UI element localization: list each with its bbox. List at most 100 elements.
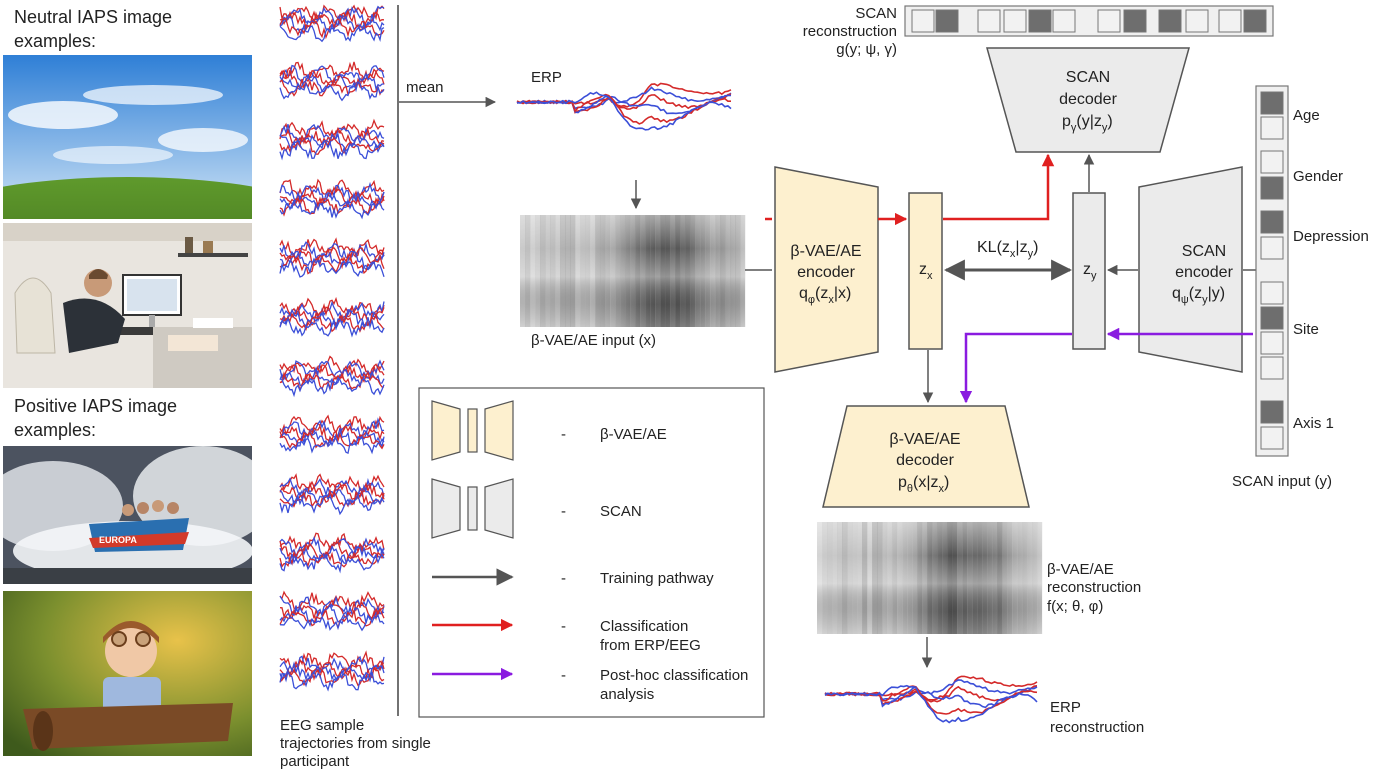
scan-reconstruction-bar xyxy=(904,5,1274,37)
scan-input-cell xyxy=(1260,116,1284,140)
eeg-trace xyxy=(279,548,385,568)
reconstruction-caption: reconstruction xyxy=(1047,579,1141,596)
scan-encoder-label: encoder xyxy=(1175,264,1233,281)
office-worker-photo xyxy=(3,223,252,388)
eeg-trace xyxy=(279,197,385,220)
eeg-trace xyxy=(279,366,385,387)
scan-input-cell xyxy=(1260,356,1284,380)
scan-encoder-formula: qψ(zy|y) xyxy=(1172,285,1225,306)
zx-latent-box xyxy=(908,192,943,350)
vae-encoder-label: encoder xyxy=(797,264,855,281)
scan-input-caption: SCAN input (y) xyxy=(1232,473,1332,490)
scan-reconstruction-cell xyxy=(1052,9,1076,33)
scan-input-cell xyxy=(1260,210,1284,234)
scan-input-cell xyxy=(1260,400,1284,424)
scan-decoder-label: decoder xyxy=(1059,91,1117,108)
posthoc-arrow xyxy=(959,332,1072,404)
sky-field-photo xyxy=(3,55,252,219)
mean-label: mean xyxy=(406,79,444,96)
classification-arrow xyxy=(943,153,1055,221)
erp-trace xyxy=(516,93,731,125)
erp-trace xyxy=(824,675,1038,701)
scan-reconstruction-cell xyxy=(1218,9,1242,33)
vae-decoder-formula: pθ(x|zx) xyxy=(898,474,949,495)
eeg-trace xyxy=(279,22,385,43)
svg-text:EUROPA: EUROPA xyxy=(99,535,137,545)
scan-encoder-label: SCAN xyxy=(1182,243,1226,260)
eeg-trace xyxy=(279,610,385,632)
eeg-caption: participant xyxy=(280,753,350,770)
eeg-trace xyxy=(279,241,385,263)
erp-reconstruction-label: reconstruction xyxy=(1050,719,1144,736)
kl-label: KL(zx|zy) xyxy=(977,239,1038,260)
eeg-trace xyxy=(279,414,385,437)
scan-reconstruction-label: SCAN xyxy=(855,5,897,22)
scan-reconstruction-cell xyxy=(1123,9,1147,33)
erp-waveform xyxy=(516,82,732,131)
eeg-caption: trajectories from single xyxy=(280,735,431,752)
scan-input-cell xyxy=(1260,150,1284,174)
eeg-trace xyxy=(279,553,385,574)
scan-input-cell xyxy=(1260,91,1284,115)
legend-dash: - xyxy=(561,503,566,520)
legend-dash: - xyxy=(561,570,566,587)
eeg-trace xyxy=(279,430,385,450)
eeg-trace xyxy=(279,14,385,35)
vae-encoder-formula: qφ(zx|x) xyxy=(799,285,851,306)
legend-vae-label: β-VAE/AE xyxy=(600,426,667,443)
scan-reconstruction-cell xyxy=(1185,9,1209,33)
legend-posthoc-label: analysis xyxy=(600,686,654,703)
eeg-trace xyxy=(279,363,385,384)
scan-encoder xyxy=(1138,166,1243,373)
legend-posthoc-label: Post-hoc classification xyxy=(600,667,748,684)
eeg-caption: EEG sample xyxy=(280,717,364,734)
vae-decoder-label: decoder xyxy=(896,452,954,469)
scan-decoder-label: SCAN xyxy=(1066,69,1110,86)
eeg-trace xyxy=(279,252,385,275)
positive-title: Positive IAPS image xyxy=(14,396,177,416)
scan-input-label-age: Age xyxy=(1293,107,1320,124)
aviator-baby-photo xyxy=(3,591,252,756)
legend-training-label: Training pathway xyxy=(600,570,714,587)
eeg-trace xyxy=(279,181,385,203)
scan-input-label-axis1: Axis 1 xyxy=(1293,415,1334,432)
scan-decoder-formula: pγ(y|zy) xyxy=(1062,113,1113,134)
scan-reconstruction-cell xyxy=(977,9,1001,33)
eeg-trace xyxy=(279,669,385,692)
scan-input-column xyxy=(1255,85,1289,457)
scan-reconstruction-cell xyxy=(1158,9,1182,33)
scan-input-cell xyxy=(1260,306,1284,330)
vae-encoder-label: β-VAE/AE xyxy=(790,243,861,260)
scan-reconstruction-formula: g(y; ψ, γ) xyxy=(836,41,897,58)
eeg-trace xyxy=(279,4,385,23)
eeg-trace xyxy=(279,435,385,455)
scan-reconstruction-cell xyxy=(1097,9,1121,33)
zy-label: zy xyxy=(1083,261,1097,282)
legend-dash: - xyxy=(561,618,566,635)
vae-decoder-label: β-VAE/AE xyxy=(889,431,960,448)
erp-trace xyxy=(517,91,732,131)
eeg-trace xyxy=(279,195,385,217)
scan-input-cell xyxy=(1260,236,1284,260)
scan-input-cell xyxy=(1260,331,1284,355)
eeg-trace xyxy=(279,80,385,102)
scan-input-label-site: Site xyxy=(1293,321,1319,338)
scan-reconstruction-cell xyxy=(935,9,959,33)
zy-latent-box xyxy=(1072,192,1106,350)
eeg-trace xyxy=(279,532,385,554)
zx-label: zx xyxy=(919,261,933,282)
eeg-trace xyxy=(279,303,385,326)
scan-reconstruction-label: reconstruction xyxy=(803,23,897,40)
scan-reconstruction-cell xyxy=(1003,9,1027,33)
positive-title: examples: xyxy=(14,420,96,440)
vae-reconstruction-heatmap xyxy=(817,522,1043,634)
scan-input-cells xyxy=(1260,91,1284,450)
erp-trace xyxy=(516,94,732,115)
legend-dash: - xyxy=(561,426,566,443)
eeg-trace xyxy=(279,493,385,516)
water-ride-photo: EUROPA xyxy=(3,446,252,584)
vae-input-caption: β-VAE/AE input (x) xyxy=(531,332,656,349)
eeg-trace xyxy=(279,257,385,278)
scan-input-cell xyxy=(1260,176,1284,200)
